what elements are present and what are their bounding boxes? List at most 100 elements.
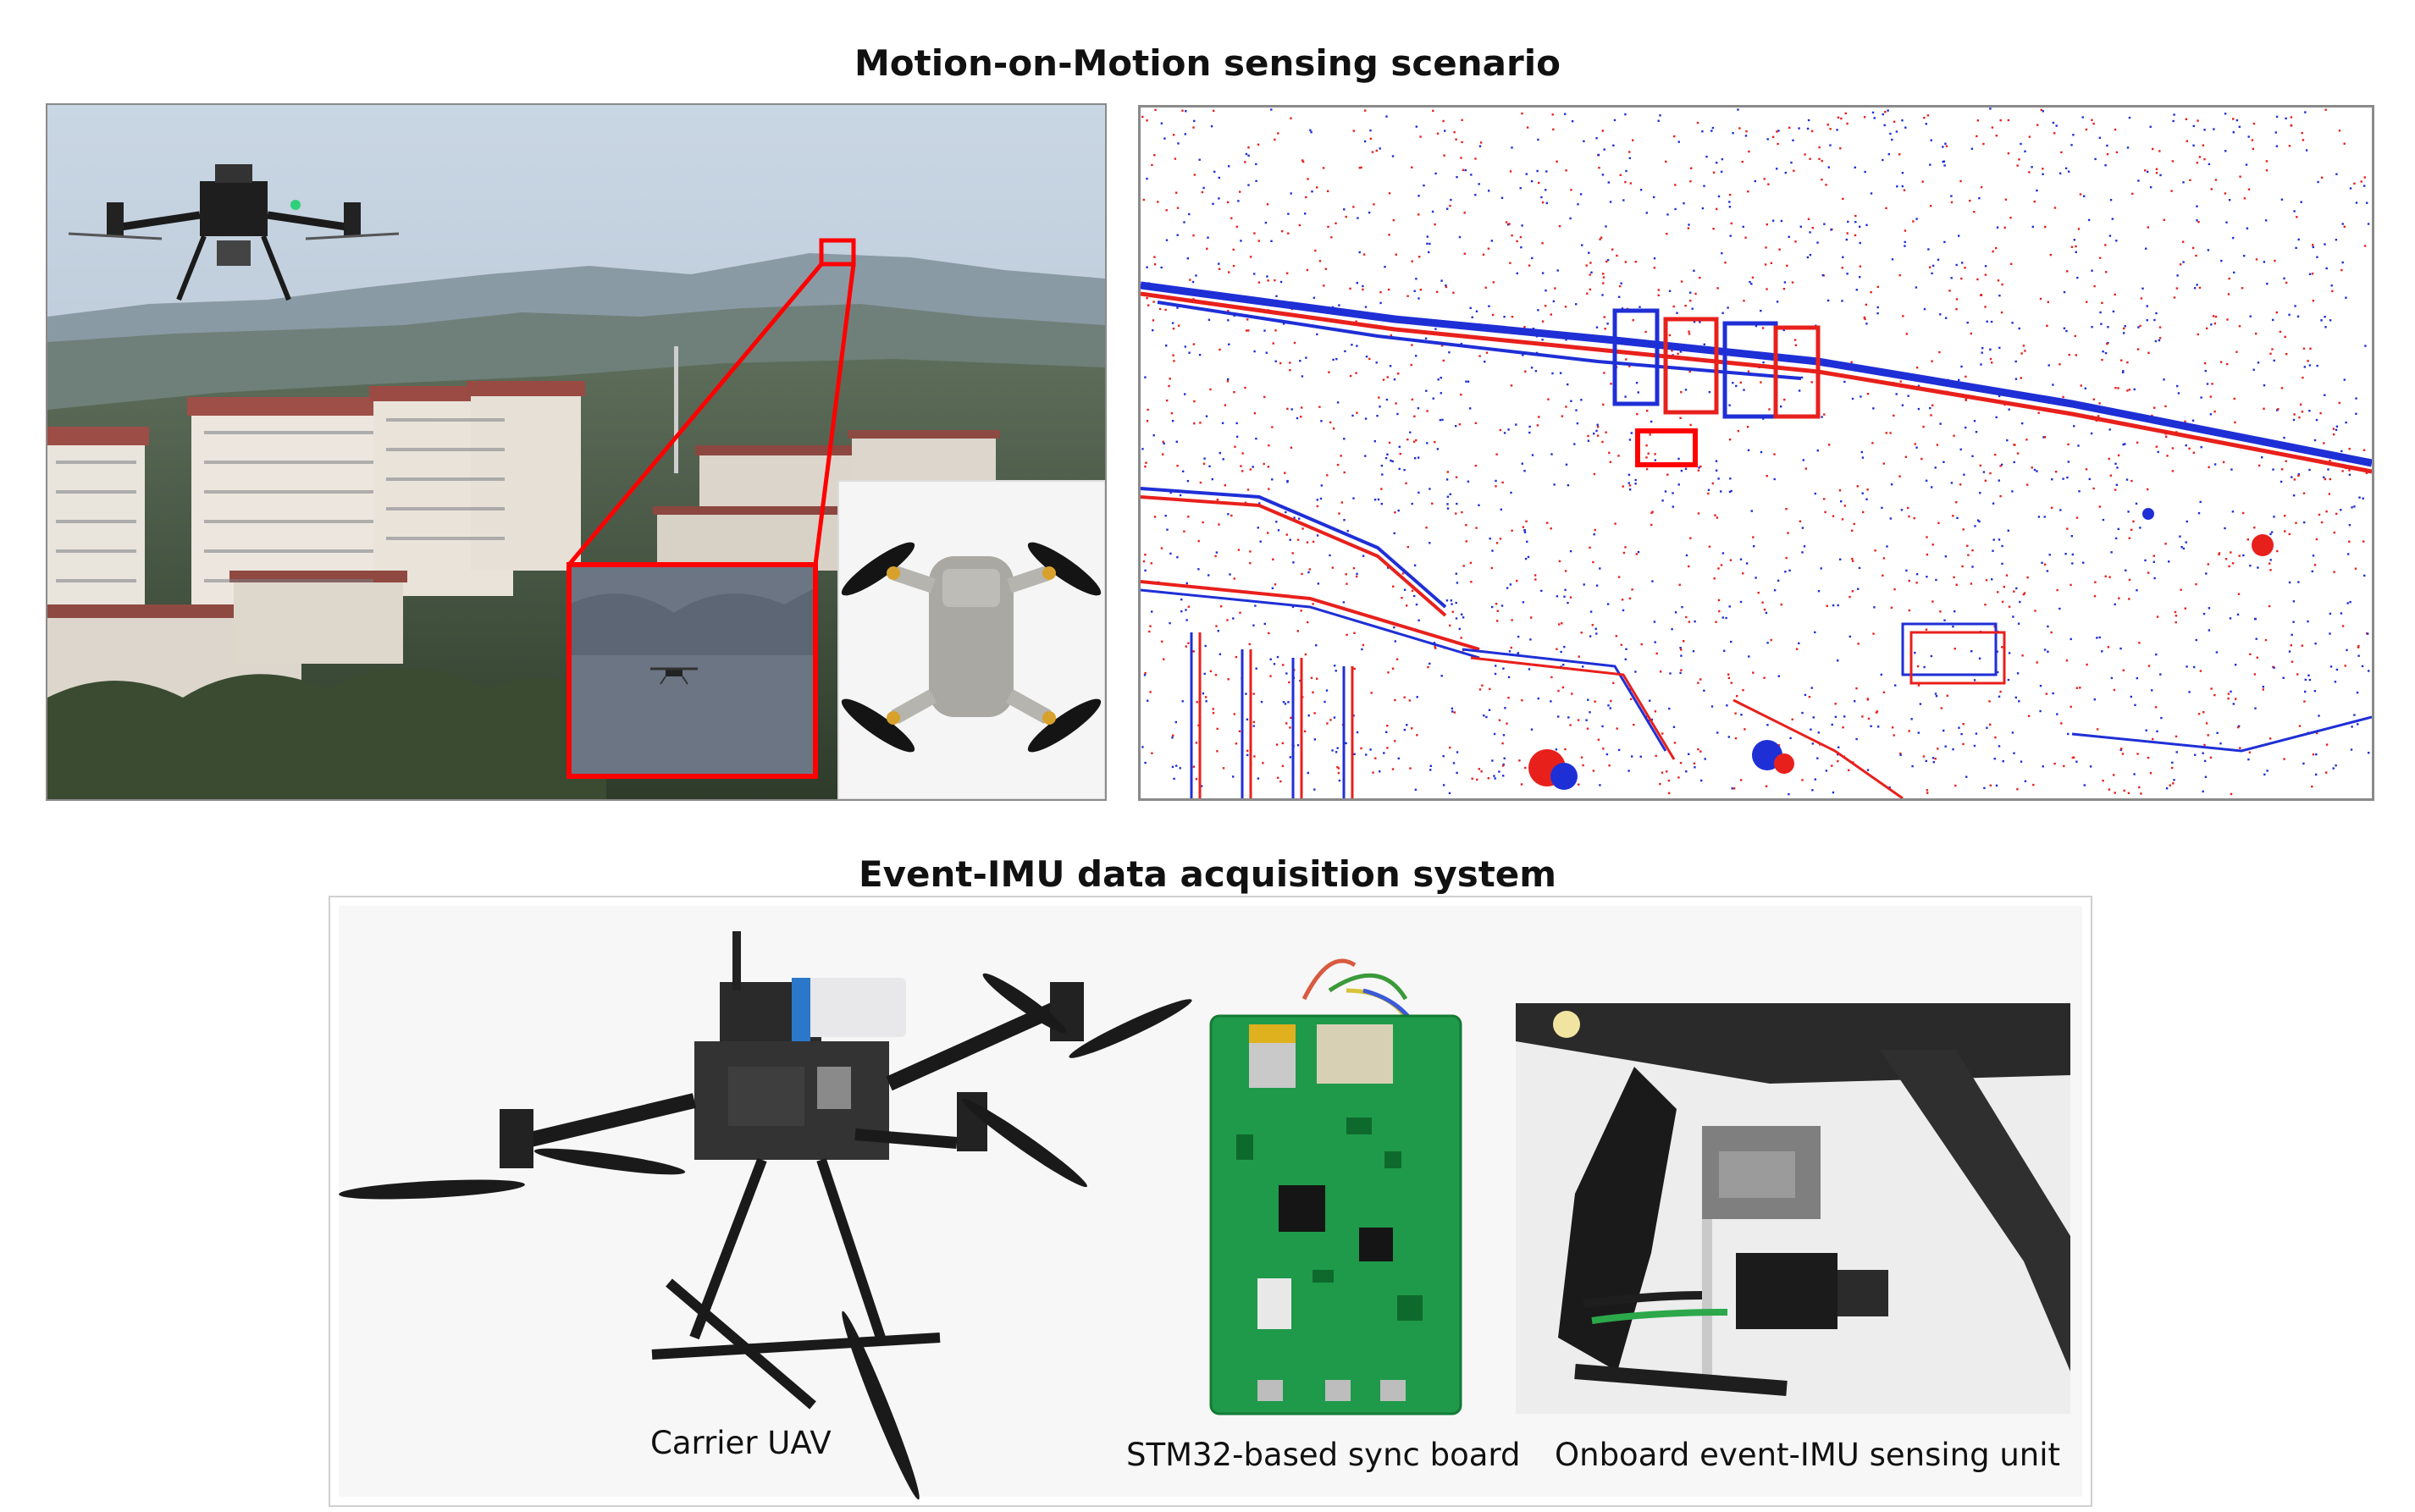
- event-dot: [2050, 506, 2053, 509]
- event-dot: [1729, 193, 1732, 196]
- event-dot: [2096, 637, 2098, 639]
- event-dot: [1821, 273, 1824, 277]
- event-dot: [1874, 549, 1876, 552]
- event-dot: [1580, 756, 1583, 759]
- event-dot: [1717, 195, 1721, 198]
- event-dot: [1522, 526, 1525, 528]
- event-dot: [1562, 664, 1565, 666]
- event-dot: [2272, 318, 2274, 322]
- event-dot: [1793, 339, 1797, 341]
- event-dot: [1426, 242, 1429, 245]
- event-dot: [1151, 752, 1153, 754]
- event-dot: [1184, 345, 1186, 348]
- event-dot: [2136, 348, 2140, 350]
- event-dot: [2043, 516, 2046, 518]
- event-dot: [1403, 728, 1406, 731]
- event-dot: [1264, 221, 1268, 224]
- event-dot: [2247, 758, 2250, 761]
- event-dot: [1718, 610, 1721, 613]
- event-dot: [1899, 380, 1902, 383]
- event-dot: [2156, 730, 2158, 733]
- event-dot: [2153, 406, 2156, 409]
- event-dot: [2355, 397, 2357, 400]
- event-dot: [1882, 691, 1886, 693]
- event-dot: [1904, 126, 1907, 129]
- event-dot: [1882, 113, 1884, 116]
- event-dot: [1592, 770, 1595, 772]
- event-dot: [1954, 648, 1956, 650]
- event-dot: [1208, 574, 1210, 577]
- event-dot: [2017, 622, 2020, 625]
- event-dot: [1152, 301, 1155, 303]
- event-dot: [2208, 466, 2210, 469]
- event-dot: [2263, 773, 2266, 775]
- event-dot: [1639, 755, 1642, 758]
- event-dot: [1411, 260, 1413, 262]
- event-dot: [1511, 316, 1514, 318]
- event-dot: [2014, 378, 2018, 380]
- event-dot: [2313, 690, 2317, 693]
- event-dot: [2097, 415, 2100, 417]
- event-dot: [1914, 443, 1916, 445]
- event-dot: [1720, 564, 1723, 566]
- event-dot: [1263, 329, 1266, 332]
- event-dot: [1522, 601, 1525, 604]
- event-dot: [1577, 719, 1580, 721]
- event-dot: [2315, 538, 2318, 541]
- event-dot: [2224, 113, 2227, 115]
- event-dot: [2234, 664, 2237, 666]
- event-dot: [2335, 173, 2338, 175]
- event-dot: [1942, 160, 1946, 163]
- event-dot: [1899, 752, 1902, 755]
- event-dot: [2350, 748, 2353, 751]
- event-dot: [2202, 144, 2204, 146]
- event-dot: [1970, 332, 1972, 335]
- event-dot: [1901, 404, 1904, 406]
- event-dot: [1219, 451, 1221, 455]
- event-dot: [1263, 395, 1266, 399]
- event-dot: [1564, 113, 1567, 115]
- event-dot: [2237, 725, 2241, 727]
- event-dot: [2114, 603, 2116, 606]
- event-dot: [2346, 602, 2349, 604]
- event-dot: [1226, 619, 1229, 621]
- event-dot: [1249, 256, 1252, 258]
- event-dot: [1784, 171, 1787, 174]
- event-dot: [1589, 711, 1591, 714]
- event-dot: [2025, 439, 2028, 441]
- event-dot: [1950, 277, 1953, 279]
- event-dot: [1589, 273, 1591, 276]
- event-dot: [1528, 431, 1531, 434]
- event-dot: [1740, 714, 1743, 716]
- scenario-title: Motion-on-Motion sensing scenario: [854, 42, 1561, 84]
- event-dot: [1198, 354, 1202, 356]
- event-dot: [2114, 387, 2117, 389]
- event-dot: [2087, 218, 2091, 222]
- event-dot: [2319, 411, 2322, 415]
- event-dot: [1245, 329, 1248, 332]
- event-dot: [1292, 561, 1295, 564]
- event-dot: [1592, 560, 1594, 564]
- event-dot: [2309, 347, 2312, 350]
- event-dot: [2283, 436, 2285, 439]
- acquisition-system-panel: [329, 896, 2092, 1507]
- event-dot: [1270, 240, 1273, 242]
- event-dot: [1871, 442, 1874, 444]
- event-dot: [2343, 142, 2346, 145]
- event-dot: [2192, 144, 2195, 146]
- event-dot: [2018, 700, 2020, 703]
- event-dot: [1766, 288, 1768, 290]
- event-dot: [2303, 700, 2306, 703]
- event-dot: [1388, 441, 1391, 444]
- event-dot: [2108, 428, 2111, 431]
- event-dot: [2147, 351, 2150, 354]
- event-dot: [2308, 364, 2312, 367]
- event-dot: [2152, 737, 2154, 741]
- event-dot: [1228, 271, 1230, 273]
- event-dot: [1760, 450, 1763, 454]
- event-dot: [1386, 725, 1389, 727]
- event-dot: [1176, 306, 1179, 309]
- event-dot: [2317, 180, 2319, 184]
- event-dot: [1418, 256, 1421, 258]
- event-dot: [1380, 503, 1383, 505]
